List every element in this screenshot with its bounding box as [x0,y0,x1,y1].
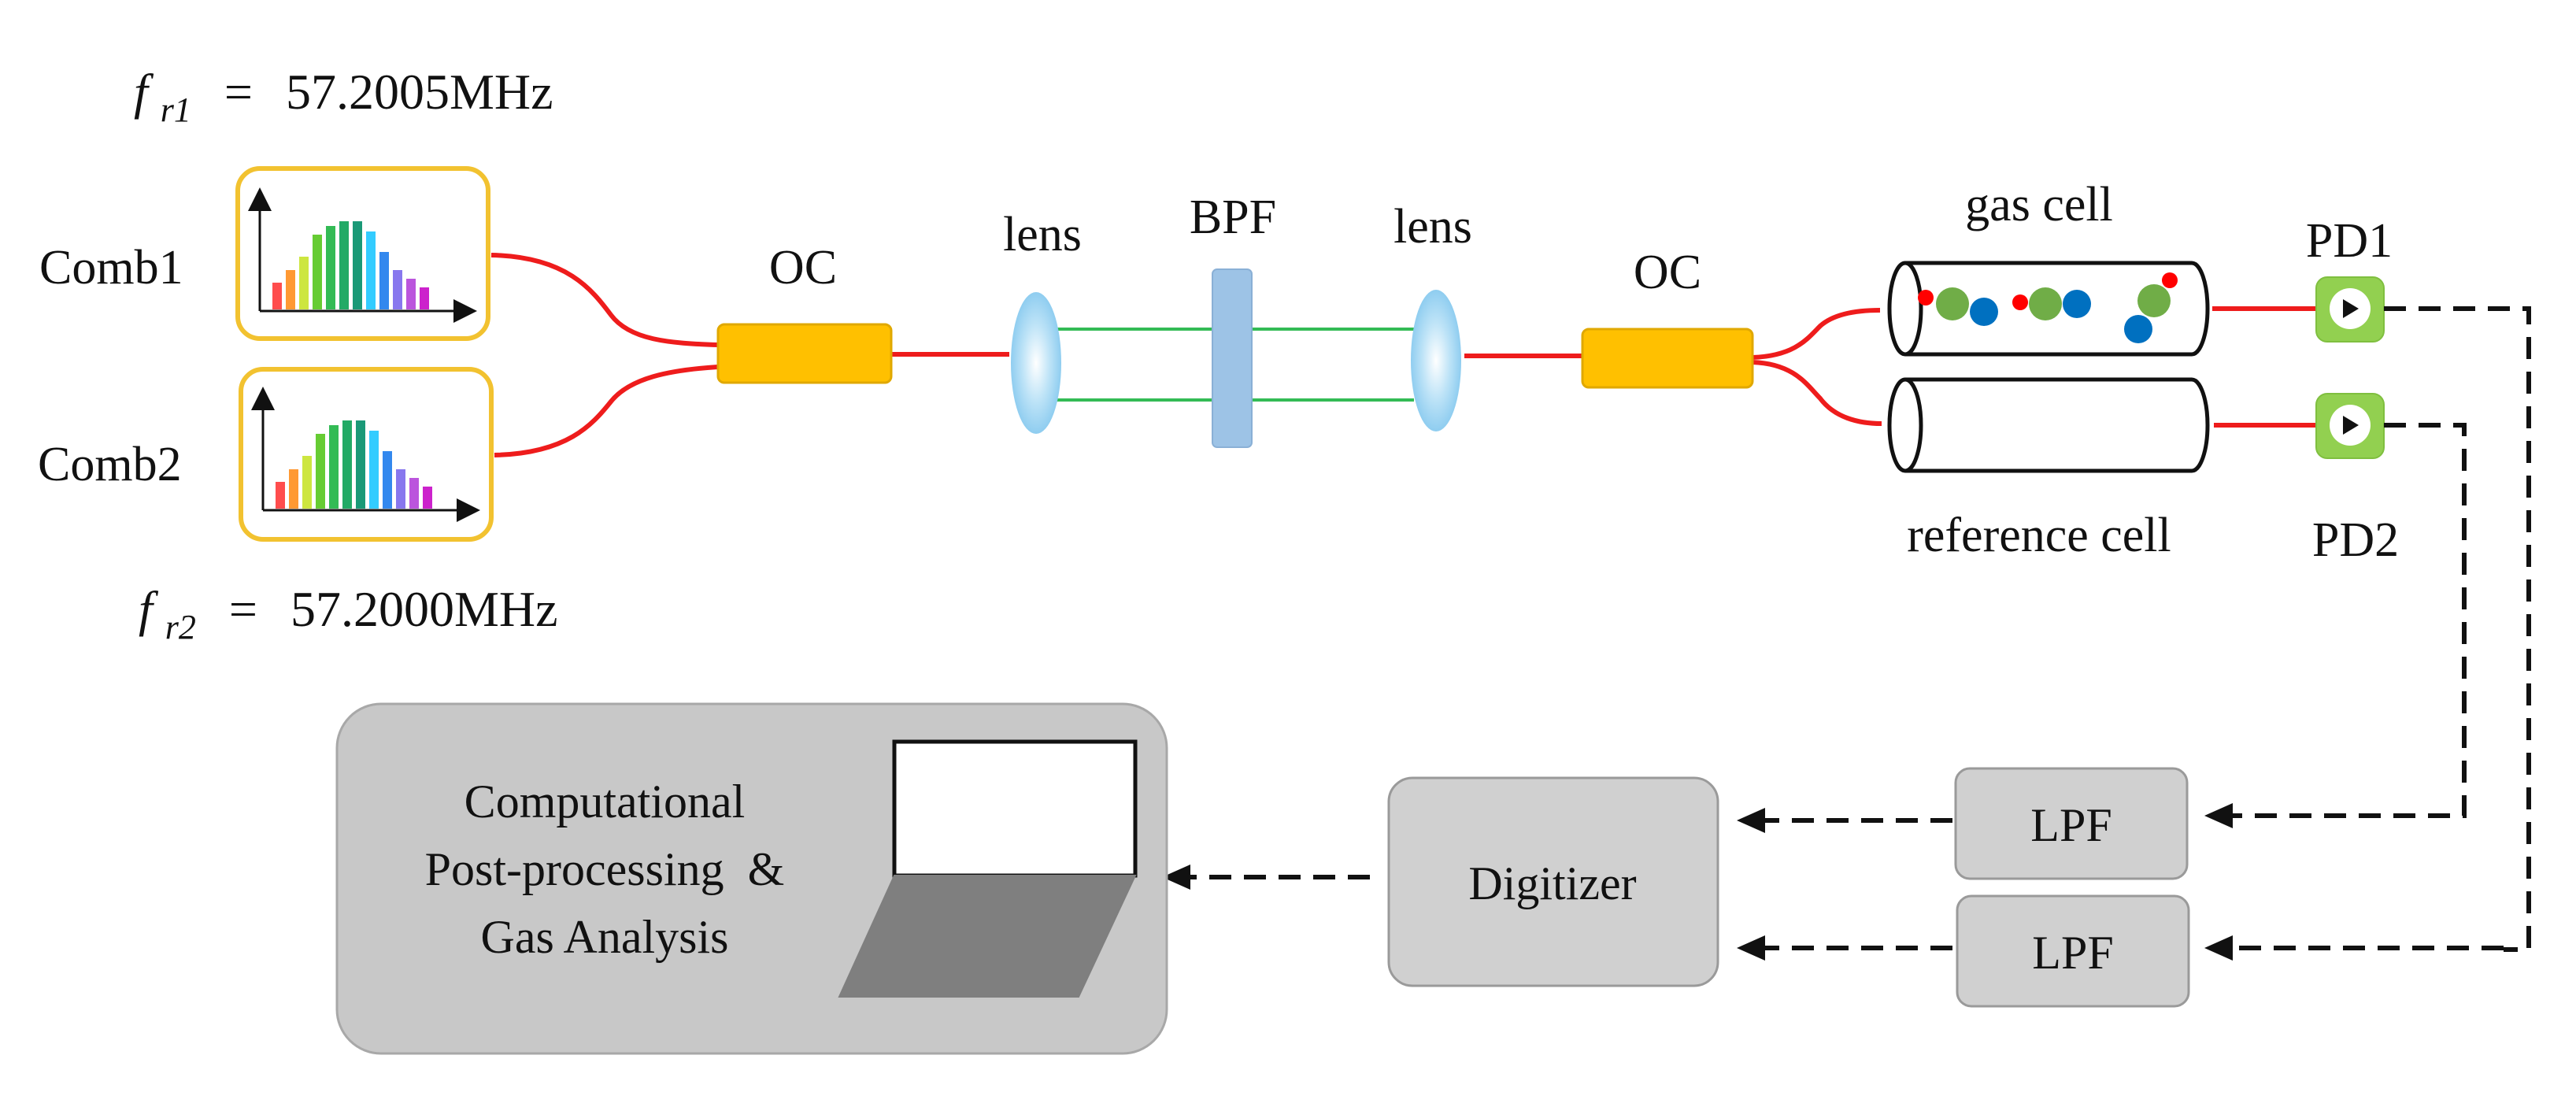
comb2-spectrum-bars [276,420,432,509]
comb1-spectrum-bar-5 [326,226,335,309]
comb2-spectrum-axes [251,387,480,522]
oc-right-label: OC [1634,246,1701,299]
lens-right-label: lens [1393,200,1472,254]
pd2-label: PD2 [2312,513,2399,567]
comb1-label: Comb1 [39,241,183,294]
lens-right [1411,290,1461,431]
svg-text:f r1 = 57.20: f r1 = 57.2005MHz [134,64,553,132]
fr1-subscript: r1 [161,91,191,129]
gas-molecules [1918,272,2178,343]
comb1-spectrum-box [235,166,490,341]
comb1-spectrum-bar-10 [393,270,402,309]
digitizer-box [1387,776,1719,987]
fr2-label: f r2 = 57.2000MHz [139,581,558,650]
fr1-symbol: f [134,64,154,120]
comb2-spectrum-bar-1 [276,482,285,509]
comb2-spectrum-bar-11 [409,478,419,509]
comb1-spectrum-bar-1 [272,283,282,309]
comb2-spectrum-bar-8 [369,431,379,509]
comb1-spectrum-bar-12 [420,287,429,309]
computer-label-line3: Gas Analysis [481,911,729,963]
lpf-top-box [1954,767,2189,880]
oc-left-label: OC [769,241,837,294]
comb2-label: Comb2 [38,438,182,491]
digitizer-label: Digitizer [1468,857,1636,909]
bpf-label: BPF [1190,191,1276,244]
comb1-spectrum-bar-7 [353,221,362,309]
comb1-spectrum-bar-3 [299,257,309,309]
comb1-spectrum-bar-2 [286,270,295,309]
fr2-equals: = [229,581,257,637]
comb1-spectrum-bar-6 [339,221,349,309]
lpf-bottom-box [1956,894,2190,1008]
comb2-spectrum-bar-10 [396,469,405,509]
free-space-beams [1038,328,1414,402]
laptop-screen [892,739,1138,878]
computer-label-line1: Computational [464,776,746,828]
oc-left-coupler [716,323,893,384]
gas-cell-label: gas cell [1965,178,2113,231]
comb2-spectrum-box [239,367,494,542]
lens-left-label: lens [1003,208,1082,261]
comb2-spectrum-bar-9 [383,451,392,509]
signal-paths [1181,306,2531,952]
svg-text:f r2 = 57.20: f r2 = 57.2000MHz [139,581,558,650]
fiber-comb1-to-oc [490,253,719,347]
lpf-bottom-label: LPF [2032,927,2113,979]
laptop-keyboard [838,875,1137,998]
comb1-spectrum-bar-8 [366,231,376,309]
comb2-spectrum-bar-7 [356,420,365,509]
fiber-oc-to-gascell [1752,308,1881,360]
fiber-comb2-to-oc [494,365,719,457]
fr2-value: 57.2000MHz [291,581,558,637]
reference-cell-label: reference cell [1907,509,2171,562]
fr1-equals: = [224,64,253,120]
computer-label-line2: Post-processing & [425,843,785,895]
fr1-label: f r1 = 57.2005MHz [134,64,553,132]
comb2-spectrum-bar-2 [289,469,298,509]
comb2-spectrum-bar-5 [329,425,339,509]
bpf-filter [1212,268,1253,448]
fr2-symbol: f [139,581,159,637]
lpf-top-label: LPF [2030,799,2112,851]
comb2-spectrum-bar-4 [316,434,325,509]
signal-pd1-to-lpf-bottom [2384,306,2531,952]
fr2-subscript: r2 [165,608,196,646]
signal-arrowheads [1162,803,2233,961]
signal-pd2-to-lpf-top [2233,423,2467,818]
pd1-photodiode [2315,276,2385,342]
gas-cell [1887,261,2210,357]
oc-right-coupler [1581,328,1754,389]
fiber-lines [490,253,2316,457]
comb2-spectrum-bar-6 [342,420,352,509]
laptop-icon [838,739,1138,998]
fr1-value: 57.2005MHz [286,64,553,120]
lens-left [1011,292,1061,434]
reference-cell [1887,377,2210,473]
comb2-spectrum-bar-3 [302,456,312,509]
comb1-spectrum-axes [248,187,477,323]
pd2-photodiode [2315,393,2385,459]
comb1-spectrum-bar-11 [406,279,416,309]
comb1-spectrum-bars [272,221,429,309]
fiber-oc-to-refcell [1752,360,1882,426]
comb1-spectrum-bar-9 [379,252,389,309]
pd1-label: PD1 [2306,214,2393,268]
comb1-spectrum-bar-4 [313,235,322,309]
comb2-spectrum-bar-12 [423,487,432,509]
